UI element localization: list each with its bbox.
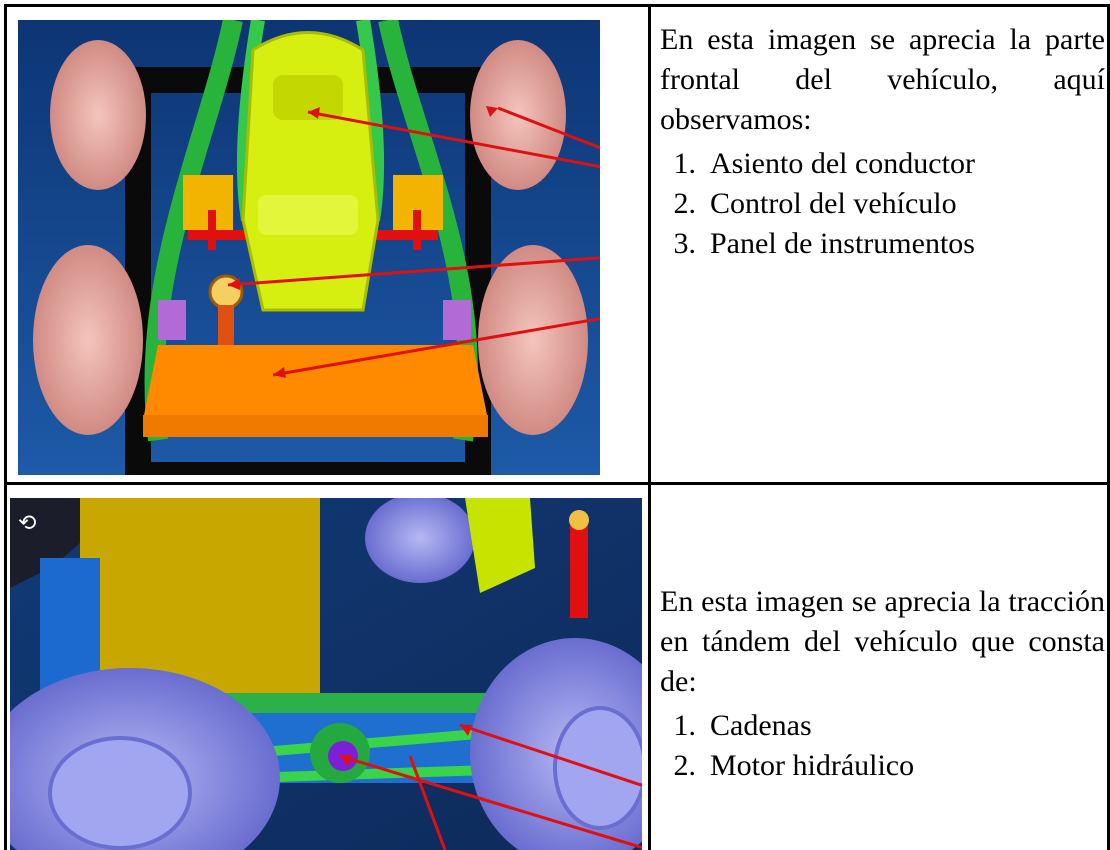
list-item: 2. Control del vehículo [660,184,1105,224]
list-item-label: Motor hidráulico [710,749,915,782]
list-item-number: 3. [673,227,697,260]
list-item-number: 2. [673,187,697,220]
list-item: 1. Asiento del conductor [660,144,1105,184]
list-item-number: 1. [673,147,697,180]
front-parts-list: 1. Asiento del conductor 2. Control del ve… [660,144,1105,264]
document-table [4,4,1110,850]
table-row-divider [4,482,1110,485]
list-item-label: Asiento del conductor [710,147,975,180]
list-item-number: 1. [673,709,697,742]
table-border-right-edge [1107,4,1110,850]
front-description-cell: En esta imagen se aprecia la parte front… [660,20,1105,264]
list-item-label: Panel de instrumentos [710,227,975,260]
tandem-traction-render: ⟲ [10,498,642,850]
front-description-paragraph: En esta imagen se aprecia la parte front… [660,23,1105,136]
traction-parts-list: 1. Cadenas 2. Motor hidráulico [660,706,1105,786]
list-item: 1. Cadenas [660,706,1105,746]
list-item: 2. Motor hidráulico [660,746,1105,786]
front-vehicle-render [18,20,600,475]
traction-description-paragraph: En esta imagen se aprecia la tracción en… [660,585,1105,698]
rotate-icon[interactable]: ⟲ [18,510,36,535]
table-column-divider [648,4,651,850]
traction-description-cell: En esta imagen se aprecia la tracción en… [660,582,1105,786]
list-item: 3. Panel de instrumentos [660,224,1105,264]
list-item-label: Cadenas [710,709,812,742]
list-item-number: 2. [673,749,697,782]
list-item-label: Control del vehículo [710,187,957,220]
